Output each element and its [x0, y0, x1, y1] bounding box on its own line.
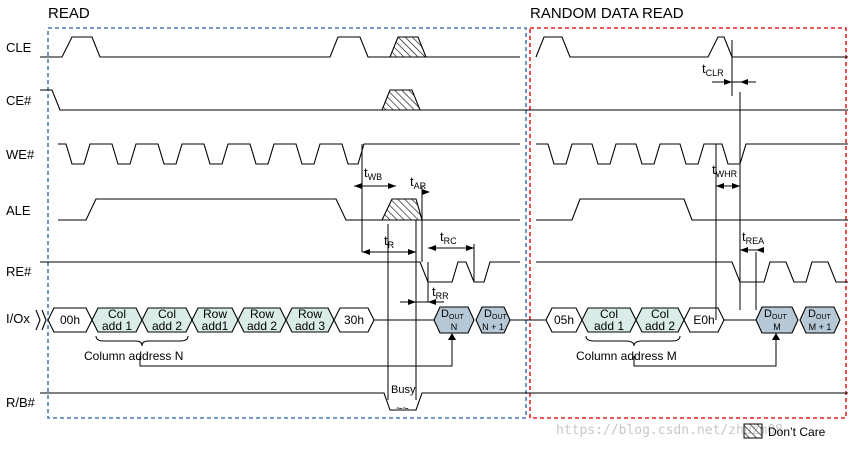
signal-label-io: I/Ox — [6, 311, 30, 326]
dont-care-swatch — [743, 423, 763, 439]
io-col-add2-m-l2: add 2 — [645, 319, 675, 333]
signal-label-cle: CLE — [6, 40, 32, 55]
column-m-arrow — [772, 333, 780, 340]
read-section-box — [47, 27, 527, 419]
io-cmd-00h-label: 00h — [60, 313, 80, 327]
io-cmd-05h-label: 05h — [554, 313, 574, 327]
io-dout-n-d: D — [441, 308, 449, 320]
io-dout-n1-d: D — [484, 308, 492, 320]
io-cmd-e0h-label: E0h — [693, 313, 714, 327]
io-col-add1-m-l1: Col — [600, 307, 618, 321]
read-title: READ — [48, 5, 90, 22]
random-title: RANDOM DATA READ — [530, 5, 684, 22]
column-n-arrow — [448, 333, 456, 340]
io-dout-m — [755, 306, 799, 334]
random-section-box — [529, 27, 847, 419]
cle-waveform — [40, 36, 390, 58]
io-dout-n1-idx: N + 1 — [482, 322, 504, 332]
io-bus-start-2 — [41, 309, 47, 331]
we-waveform — [58, 143, 520, 165]
ale-random-waveform — [536, 198, 848, 221]
twb-label: tWB — [364, 165, 382, 182]
column-m-leader — [633, 335, 777, 367]
tar-arrow — [422, 189, 430, 195]
ce-dont-care — [381, 89, 421, 111]
tr-label: tR — [384, 233, 395, 250]
io-col-add1-l2: add 1 — [102, 319, 132, 333]
cle-random-waveform — [535, 36, 848, 58]
signal-label-we: WE# — [6, 147, 35, 162]
io-dout-m-sub: OUT — [772, 314, 788, 321]
signal-label-re: RE# — [6, 264, 32, 279]
io-dout-n-idx: N — [451, 322, 458, 332]
twhr-label: tWHR — [712, 162, 738, 179]
io-row-add1-l2: add1 — [202, 319, 229, 333]
re-random-waveform — [536, 261, 848, 283]
column-address-n: Column address N — [84, 349, 183, 363]
io-col-add2-l2: add 2 — [152, 319, 182, 333]
io-bus-start — [35, 309, 41, 331]
io-row-add2-l2: add 2 — [247, 319, 277, 333]
busy-squiggle: ~~ — [396, 403, 409, 415]
cle-dont-care — [389, 36, 427, 58]
column-n-leader — [139, 335, 453, 367]
io-row-add3-l1: Row — [298, 307, 322, 321]
ce-waveform — [40, 89, 388, 111]
tar-label: tAR — [410, 174, 427, 191]
trc-label: tRC — [440, 229, 457, 246]
io-dout-m1 — [799, 306, 841, 334]
io-row-add2-l1: Row — [250, 307, 274, 321]
io-row-add1-l1: Row — [203, 307, 227, 321]
rb-waveform — [40, 392, 848, 411]
column-m-brace — [585, 335, 681, 347]
io-col-add1-m-l2: add 1 — [594, 319, 624, 333]
io-cmd-30h-label: 30h — [344, 313, 364, 327]
io-dout-m1-d: D — [808, 308, 816, 320]
signal-label-ale: ALE — [6, 203, 31, 218]
column-n-brace — [95, 335, 189, 347]
io-dout-m-idx: M — [773, 322, 781, 332]
busy-label: Busy — [391, 384, 416, 396]
column-address-m: Column address M — [576, 349, 677, 363]
trr-label: tRR — [432, 284, 449, 301]
tclr-label: tCLR — [702, 61, 724, 78]
io-dout-m1-sub: OUT — [816, 314, 832, 321]
ale-waveform — [58, 198, 382, 221]
signal-label-rb: R/B# — [6, 395, 36, 410]
watermark: https://blog.csdn.net/zhuzm08 — [556, 423, 783, 438]
io-dout-n — [433, 306, 475, 334]
io-dout-n1-sub: OUT — [492, 314, 508, 321]
dont-care-label: Don’t Care — [768, 425, 826, 439]
io-row-add3-l2: add 3 — [295, 319, 325, 333]
re-waveform — [40, 261, 520, 283]
io-dout-n1 — [475, 306, 511, 334]
we-random-waveform — [536, 143, 848, 165]
trea-label: tREA — [742, 229, 764, 246]
io-cmd-30h — [333, 307, 375, 333]
io-col-add2-l1: Col — [158, 307, 176, 321]
ale-dont-care — [381, 198, 423, 221]
io-dout-m-d: D — [764, 308, 772, 320]
io-cmd-e0h — [683, 307, 725, 333]
io-col-add2-m-l1: Col — [651, 307, 669, 321]
signal-label-ce: CE# — [6, 93, 32, 108]
io-col-add1-l1: Col — [108, 307, 126, 321]
io-dout-n-sub: OUT — [449, 314, 465, 321]
io-dout-m1-idx: M + 1 — [809, 322, 832, 332]
